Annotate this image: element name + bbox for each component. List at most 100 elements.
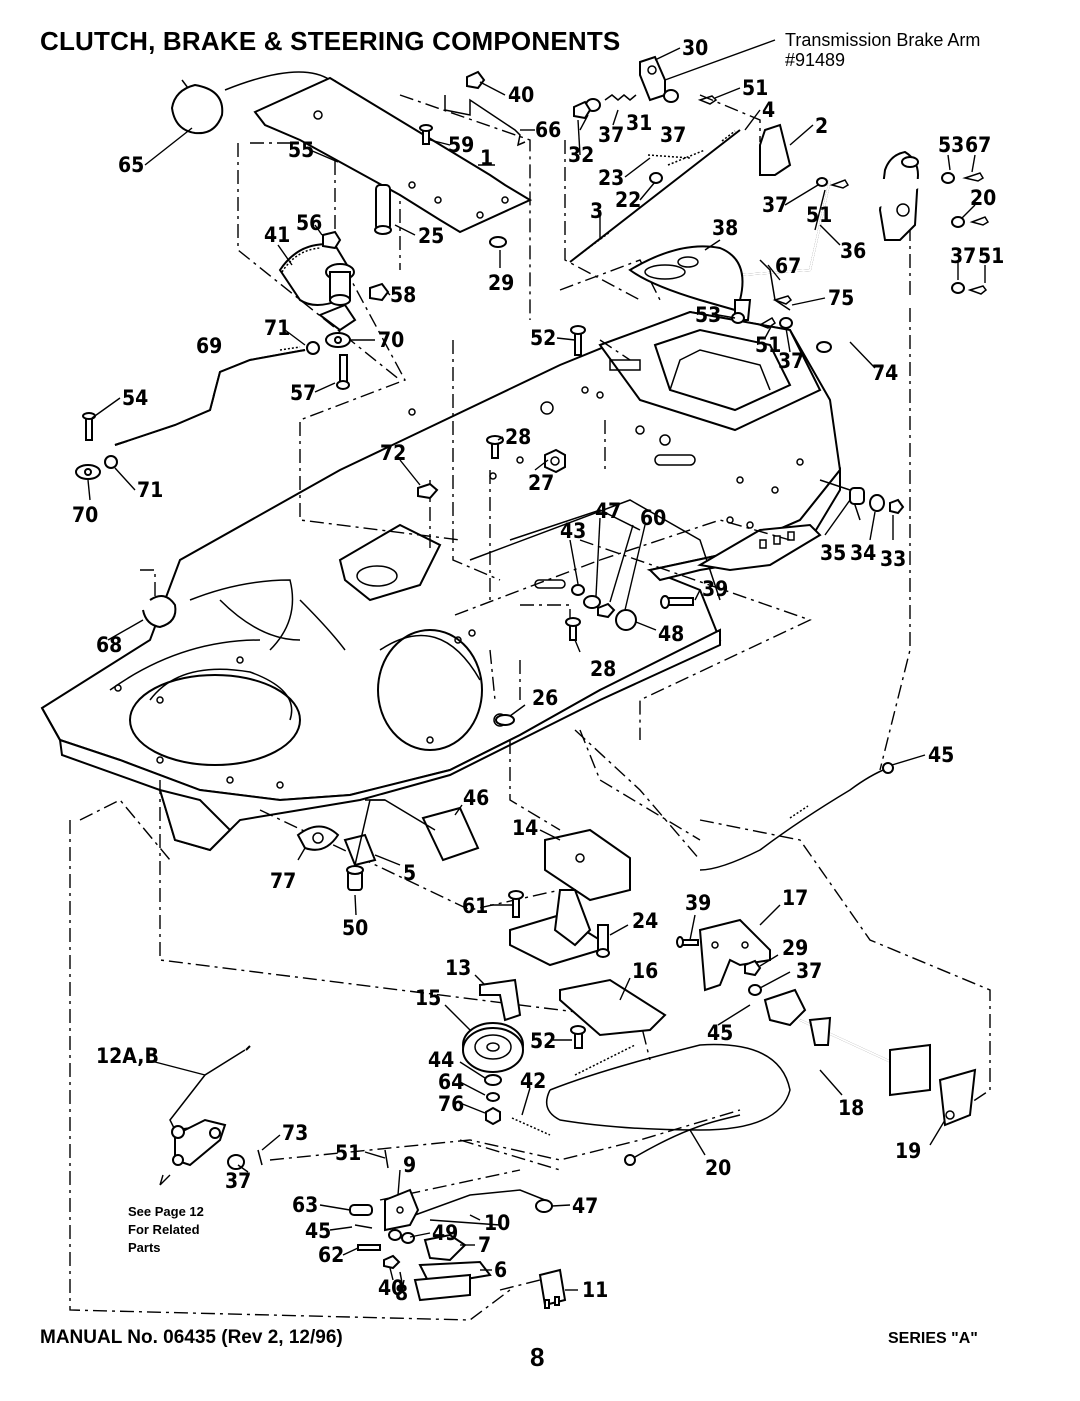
washers-cotters-53-67-51-right [816, 172, 990, 295]
callout-45: 45 [707, 1021, 733, 1045]
washer-47-lower [535, 1199, 553, 1213]
pin-45-lower [354, 1224, 373, 1229]
callout-4: 4 [762, 98, 775, 122]
assembly-outlines [69, 80, 991, 1321]
shaft-5 [343, 799, 385, 867]
rod-66 [444, 95, 526, 147]
cotter-pin-51-top [697, 95, 718, 105]
callout-68: 68 [96, 633, 122, 657]
washer-43 [571, 584, 585, 596]
nut-60 [597, 602, 616, 619]
callout-27: 27 [528, 471, 554, 495]
note-line: For Related [128, 1222, 200, 1237]
callout-37: 37 [778, 349, 804, 373]
callout-32: 32 [568, 143, 594, 167]
bracket-13 [479, 978, 522, 1022]
ball-joint-70-lower [75, 464, 101, 480]
callout-41: 41 [264, 223, 290, 247]
callout-28: 28 [505, 425, 531, 449]
nut-32 [573, 100, 592, 120]
bolt-28-upper [486, 435, 504, 459]
rod-10 [414, 1189, 546, 1226]
callout-20: 20 [705, 1156, 731, 1180]
washer-44 [484, 1074, 502, 1086]
nut-27 [544, 448, 566, 474]
callout-45: 45 [305, 1219, 331, 1243]
washers-49 [388, 1229, 415, 1244]
callout-61: 61 [462, 894, 488, 918]
frame-holes [114, 359, 804, 789]
callout-leaders [87, 39, 986, 1291]
cotter-pin-51-lower [384, 1149, 389, 1169]
callout-37: 37 [796, 959, 822, 983]
callout-47: 47 [572, 1194, 598, 1218]
callout-34: 34 [850, 541, 876, 565]
callout-53: 53 [938, 133, 964, 157]
nut-40-top [466, 70, 486, 90]
callout-19: 19 [895, 1139, 921, 1163]
callout-20: 20 [970, 186, 996, 210]
washer-64 [486, 1092, 500, 1102]
note-line: See Page 12 [128, 1204, 204, 1219]
pivot-pin-25 [374, 184, 392, 235]
callout-40: 40 [508, 83, 534, 107]
callout-46: 46 [463, 786, 489, 810]
callout-74: 74 [872, 361, 898, 385]
callout-35: 35 [820, 541, 846, 565]
callout-1: 1 [480, 146, 493, 170]
bracket-plate-1 [253, 76, 533, 234]
callout-52: 52 [530, 1029, 556, 1053]
callout-59: 59 [448, 133, 474, 157]
manual-number: MANUAL No. 06435 (Rev 2, 12/96) [40, 1327, 343, 1348]
callout-66: 66 [535, 118, 561, 142]
sector-gear-41 [278, 243, 357, 332]
callout-8: 8 [395, 1281, 408, 1305]
bolt-52-upper [570, 325, 586, 356]
callout-39: 39 [685, 891, 711, 915]
callout-76: 76 [438, 1092, 464, 1116]
pedal-46 [365, 799, 480, 862]
bracket-17 [698, 918, 771, 992]
plate-6 [413, 1260, 492, 1302]
nut-72 [417, 482, 439, 500]
callout-10: 10 [484, 1211, 510, 1235]
callout-72: 72 [380, 441, 406, 465]
drag-link-36 [739, 179, 935, 276]
washer-37-lower [748, 984, 762, 996]
callout-71: 71 [137, 478, 163, 502]
callout-70: 70 [72, 503, 98, 527]
callout-37: 37 [762, 193, 788, 217]
nut-29-lower [744, 959, 762, 977]
bolt-61 [508, 890, 524, 918]
brake-cable-45 [699, 762, 894, 871]
drag-link-69 [114, 346, 306, 446]
nut-40-lower [383, 1254, 401, 1270]
callout-49: 49 [432, 1221, 458, 1245]
bracket-19 [938, 1068, 977, 1127]
callout-42: 42 [520, 1069, 546, 1093]
callout-53: 53 [695, 303, 721, 327]
see-page-note: See Page 12 For Related Parts [128, 1203, 204, 1257]
callout-3: 3 [590, 199, 603, 223]
callout-37: 37 [660, 123, 686, 147]
callout-67: 67 [965, 133, 991, 157]
spring-42 [511, 1044, 636, 1136]
rod-3 [569, 129, 741, 263]
callout-47: 47 [595, 499, 621, 523]
washer-26 [495, 714, 515, 726]
callout-58: 58 [390, 283, 416, 307]
bolt-59 [419, 124, 433, 145]
bolt-50 [346, 865, 364, 891]
callout-33: 33 [880, 547, 906, 571]
callout-75: 75 [828, 286, 854, 310]
callout-50: 50 [342, 916, 368, 940]
spring-31 [604, 94, 637, 101]
bolt-39-lower [676, 936, 699, 948]
nut-71-upper [306, 341, 320, 355]
stud-24 [596, 924, 610, 958]
callout-24: 24 [632, 909, 658, 933]
rod-assembly-12ab [169, 1045, 251, 1170]
callout-63: 63 [292, 1193, 318, 1217]
bolt-57 [336, 354, 350, 390]
